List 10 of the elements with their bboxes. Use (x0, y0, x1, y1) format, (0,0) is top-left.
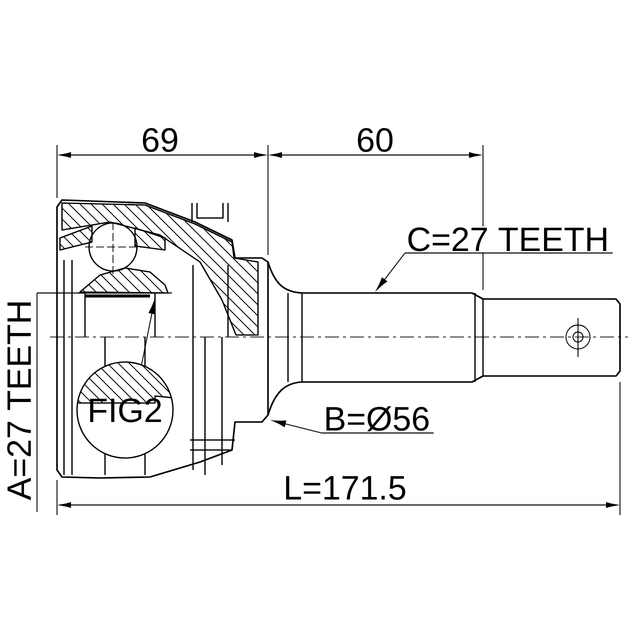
dimension-label: A=27 TEETH (7, 302, 31, 500)
dimension-label: 60 (358, 128, 393, 152)
callout-text: C=27 TEETH (404, 226, 614, 254)
leader-line (376, 252, 406, 290)
leader-line (272, 420, 322, 434)
dimension-label: L=171.5 (286, 476, 406, 500)
dimension-label: 69 (142, 128, 178, 152)
node-label: FIG2 (90, 398, 161, 422)
callout-text: B=Ø56 (322, 405, 434, 434)
leader-line (141, 300, 156, 365)
